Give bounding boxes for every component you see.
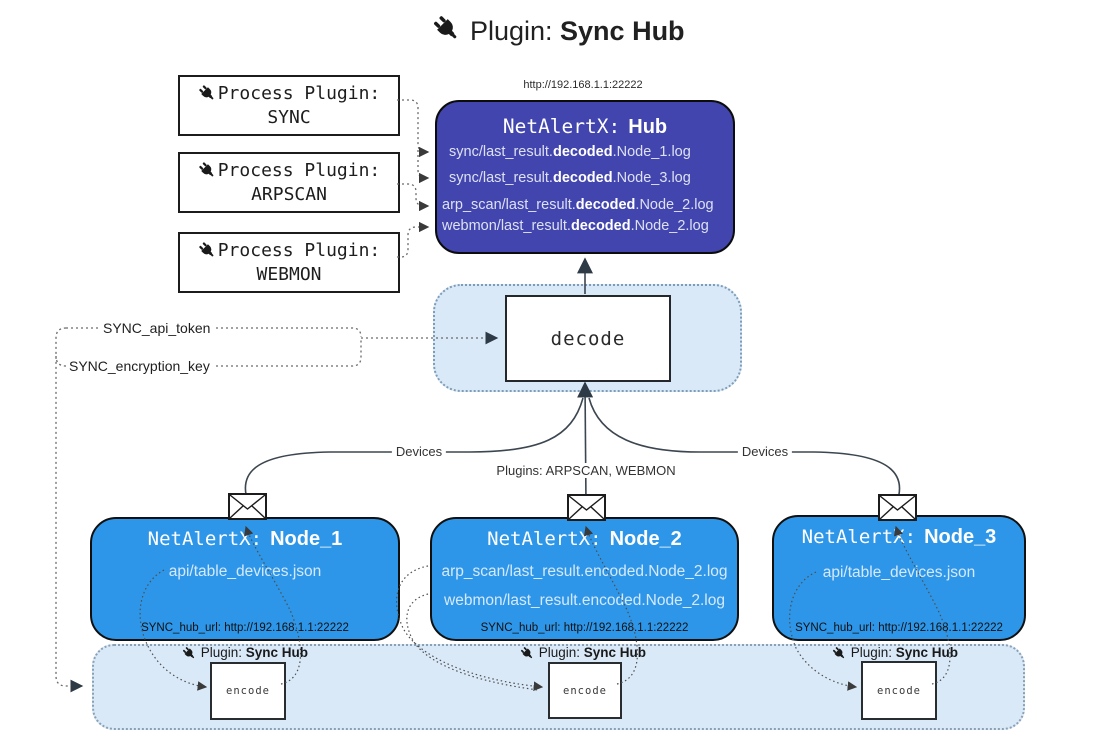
node-file: api/table_devices.json [822, 564, 976, 581]
envelope-icon [567, 494, 606, 521]
node-title: NetAlertX:Node_1 [147, 528, 343, 550]
process-plugin-links [397, 99, 430, 258]
node-hub-url: SYNC_hub_url: http://192.168.1.1:22222 [795, 622, 1003, 634]
sync-hub-plugin-label: Plugin: Sync Hub [520, 645, 646, 661]
decode-box: decode [505, 295, 671, 382]
plug-icon [182, 646, 197, 661]
devices-label-left: Devices [391, 444, 447, 459]
hub-log-line: sync/last_result.decoded.Node_3.log [449, 170, 691, 186]
envelope-icon [228, 493, 267, 520]
process-plugin-label: Process Plugin: [217, 240, 381, 262]
process-plugin-box-sync: Process Plugin: SYNC [178, 75, 400, 136]
title-name: Sync Hub [560, 16, 685, 46]
node-title: NetAlertX:Node_3 [801, 526, 997, 548]
sync-hub-plugin-label: Plugin: Sync Hub [182, 645, 308, 661]
plug-icon [832, 646, 847, 661]
hub-box: NetAlertX: Hub sync/last_result.decoded.N… [435, 100, 735, 254]
envelope-icon [878, 494, 917, 521]
hub-url: http://192.168.1.1:22222 [523, 79, 643, 91]
hub-title-prefix: NetAlertX: [502, 115, 621, 138]
plug-icon [198, 84, 217, 103]
diagram-title: Plugin: Sync Hub [0, 14, 1117, 47]
devices-label-right: Devices [737, 444, 793, 459]
encode-box: encode [861, 661, 937, 720]
plug-icon [198, 241, 217, 260]
process-plugin-name: WEBMON [256, 263, 322, 285]
encode-box: encode [210, 662, 286, 720]
process-plugin-label: Process Plugin: [217, 160, 381, 182]
process-plugin-label: Process Plugin: [217, 83, 381, 105]
hub-log-line: webmon/last_result.decoded.Node_2.log [442, 218, 709, 234]
hub-title: NetAlertX: Hub [437, 115, 733, 139]
encode-box: encode [548, 662, 622, 719]
node-box-node1: NetAlertX:Node_1 api/table_devices.json … [90, 517, 400, 641]
plug-icon [198, 161, 217, 180]
hub-log-line: arp_scan/last_result.decoded.Node_2.log [442, 197, 714, 213]
sync-api-token-label: SYNC_api_token [100, 320, 214, 336]
sync-hub-plugin-label: Plugin: Sync Hub [832, 645, 958, 661]
process-plugin-name: SYNC [267, 106, 311, 128]
hub-title-name: Hub [628, 116, 668, 138]
node-box-node2: NetAlertX:Node_2 arp_scan/last_result.en… [430, 517, 739, 641]
node-file: api/table_devices.json [168, 563, 322, 580]
node-hub-url: SYNC_hub_url: http://192.168.1.1:22222 [480, 622, 689, 634]
hub-log-line: sync/last_result.decoded.Node_1.log [449, 144, 691, 160]
plug-icon [432, 14, 462, 44]
node-file: webmon/last_result.encoded.Node_2.log [444, 592, 725, 609]
plug-icon [520, 646, 535, 661]
plugins-label-middle: Plugins: ARPSCAN, WEBMON [492, 463, 680, 478]
title-prefix: Plugin: [469, 16, 553, 46]
process-plugin-box-webmon: Process Plugin: WEBMON [178, 232, 400, 293]
node-title: NetAlertX:Node_2 [487, 528, 682, 550]
node-file: arp_scan/last_result.encoded.Node_2.log [441, 563, 728, 580]
node-hub-url: SYNC_hub_url: http://192.168.1.1:22222 [141, 622, 349, 634]
node-box-node3: NetAlertX:Node_3 api/table_devices.json … [772, 515, 1026, 641]
process-plugin-box-arpscan: Process Plugin: ARPSCAN [178, 152, 400, 213]
process-plugin-name: ARPSCAN [251, 183, 327, 205]
sync-encryption-key-label: SYNC_encryption_key [66, 358, 213, 374]
